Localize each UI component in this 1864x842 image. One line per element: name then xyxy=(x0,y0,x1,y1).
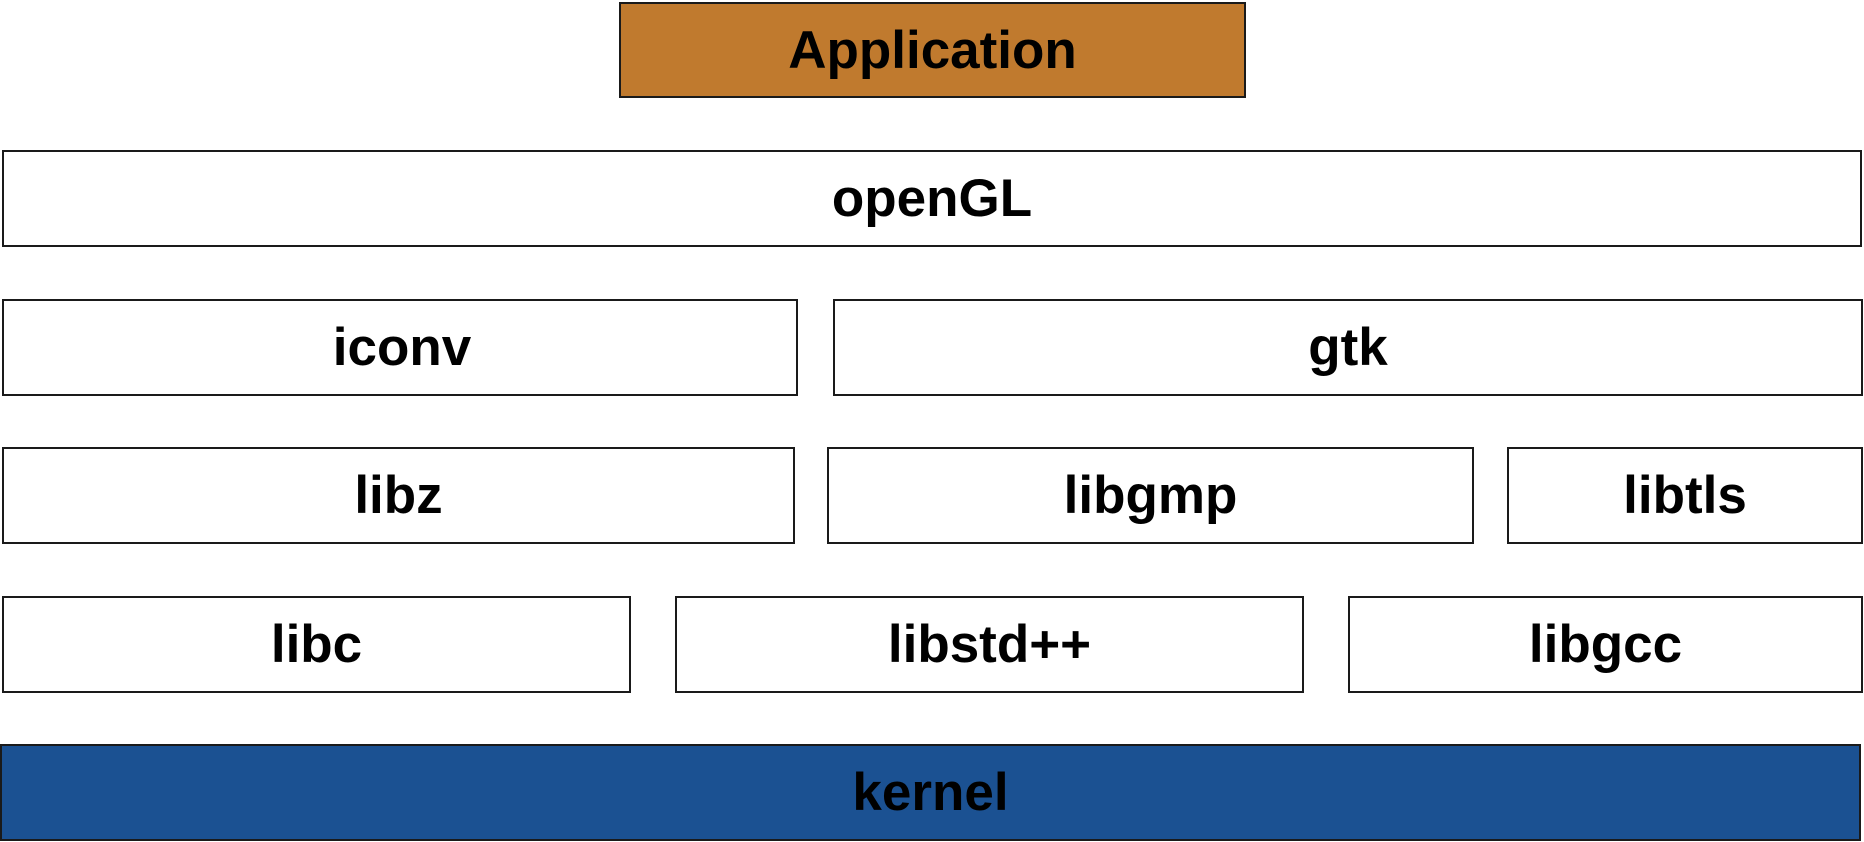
libgmp-layer-label: libgmp xyxy=(1063,466,1238,525)
gtk-layer-box: gtk xyxy=(833,299,1863,396)
libc-layer-label: libc xyxy=(270,615,363,674)
gtk-layer-label: gtk xyxy=(1308,318,1388,377)
application-layer-label: Application xyxy=(788,20,1077,80)
application-layer-box: Application xyxy=(619,2,1246,98)
libstdcpp-layer-box: libstd++ xyxy=(675,596,1304,693)
libz-layer-box: libz xyxy=(2,447,795,544)
opengl-layer-box: openGL xyxy=(2,150,1862,247)
libtls-layer-box: libtls xyxy=(1507,447,1863,544)
kernel-layer-label: kernel xyxy=(852,763,1009,822)
libgcc-layer-box: libgcc xyxy=(1348,596,1863,693)
iconv-layer-label: iconv xyxy=(332,318,472,377)
opengl-layer-label: openGL xyxy=(831,169,1033,228)
libstdcpp-layer-label: libstd++ xyxy=(887,615,1092,674)
libtls-layer-label: libtls xyxy=(1623,466,1747,525)
libgmp-layer-box: libgmp xyxy=(827,447,1474,544)
kernel-layer-box: kernel xyxy=(0,744,1861,841)
libgcc-layer-label: libgcc xyxy=(1528,615,1683,674)
iconv-layer-box: iconv xyxy=(2,299,798,396)
libc-layer-box: libc xyxy=(2,596,631,693)
libz-layer-label: libz xyxy=(354,466,443,525)
